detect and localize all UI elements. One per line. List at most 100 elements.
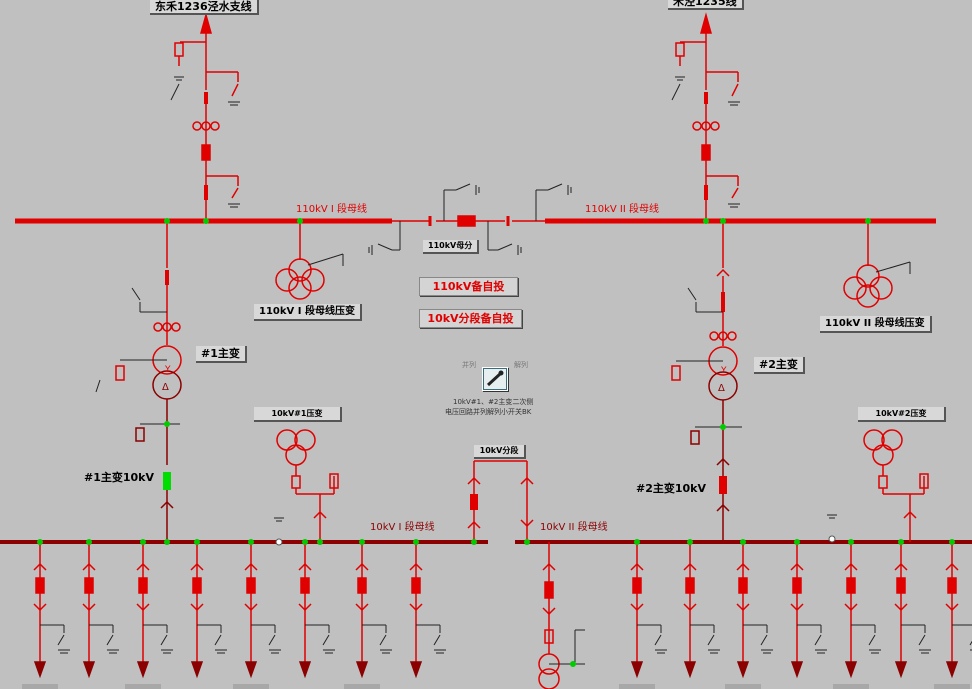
feeder-arrow (844, 661, 858, 679)
svg-text:Δ: Δ (162, 382, 169, 393)
feeder-bus-node (86, 539, 92, 545)
feeder-name-plate (934, 684, 970, 689)
t1-lv-breaker[interactable] (163, 472, 171, 490)
bus110-tie-label: 110kV母分 (423, 240, 480, 254)
pt10-2-symbol[interactable] (863, 429, 929, 542)
feeder-bay[interactable] (894, 542, 931, 679)
key-switch-caption-1: 10kV#1、#2主变二次侧 (453, 398, 534, 406)
feeder-bus-node (848, 539, 854, 545)
feeder-arrow (190, 661, 204, 679)
feeder-breaker[interactable] (411, 577, 421, 594)
feeder-name-plate (125, 684, 161, 689)
line2-breaker[interactable] (701, 144, 711, 161)
feeder-bay[interactable] (136, 542, 173, 679)
pt10-1-symbol[interactable] (276, 429, 339, 542)
feeder-breaker[interactable] (792, 577, 802, 594)
feeder-bus-node (634, 539, 640, 545)
feeder-breaker[interactable] (738, 577, 748, 594)
bus-tie-110kv-breaker[interactable] (457, 215, 476, 227)
feeder-breaker[interactable] (685, 577, 695, 594)
feeder-arrow (683, 661, 697, 679)
svg-text:Y: Y (720, 366, 727, 376)
bus-tie-10kv-breaker[interactable] (470, 494, 478, 510)
feeder-breaker[interactable] (246, 577, 256, 594)
feeder-breaker[interactable] (35, 577, 45, 594)
grounding-transformer[interactable] (538, 542, 585, 689)
bus-node (164, 539, 170, 545)
feeder-bus-node (194, 539, 200, 545)
line2-label: 禾泾1235线 (668, 0, 744, 10)
line1-breaker[interactable] (201, 144, 211, 161)
pt110-1-label: 110kV I 段母线压变 (254, 304, 362, 321)
feeder-bus-node (898, 539, 904, 545)
feeder-bay[interactable] (190, 542, 227, 679)
feeder-arrow (630, 661, 644, 679)
pt10-1-label: 10kV#1压变 (254, 407, 342, 422)
line2-bay (675, 12, 739, 221)
feeders-10kv (22, 539, 972, 689)
feeder-arrow (736, 661, 750, 679)
feeder-bay[interactable] (683, 542, 720, 679)
bus10-tie-label: 10kV分段 (474, 445, 526, 459)
feeder-breaker[interactable] (846, 577, 856, 594)
bus110-1-label: 110kV I 段母线 (296, 204, 368, 215)
feeder-breaker[interactable] (192, 577, 202, 594)
feeder-breaker[interactable] (84, 577, 94, 594)
feeder-bay[interactable] (82, 542, 119, 679)
feeder-bus-node (248, 539, 254, 545)
feeder-arrow (33, 661, 47, 679)
feeder-bay[interactable] (844, 542, 881, 679)
feeder-bus-node (140, 539, 146, 545)
t2-bay (671, 221, 742, 541)
feeder-breaker[interactable] (357, 577, 367, 594)
feeder-name-plate (22, 684, 58, 689)
pt10-2-label: 10kV#2压变 (858, 407, 946, 422)
feeder-bay[interactable] (355, 542, 392, 679)
svg-text:Y: Y (164, 365, 171, 375)
svg-text:Δ: Δ (718, 383, 725, 394)
feeder-arrow (82, 661, 96, 679)
feeder-name-plate (233, 684, 269, 689)
feeder-breaker[interactable] (947, 577, 957, 594)
feeder-bay[interactable] (244, 542, 281, 679)
auto-transfer-110kv-button[interactable]: 110kV备自投 (419, 277, 518, 296)
pt110-2-label: 110kV II 段母线压变 (820, 316, 932, 333)
split-label: 解列 (514, 361, 528, 369)
feeder-breaker[interactable] (138, 577, 148, 594)
bus-node (317, 539, 323, 545)
feeder-bay[interactable] (630, 542, 667, 679)
key-switch-icon[interactable] (482, 367, 508, 391)
t2-label: #2主变 (754, 357, 805, 374)
feeder-bus-node (794, 539, 800, 545)
t2-lv-breaker[interactable] (719, 476, 727, 494)
t1-lv-label: #1主变10kV (84, 471, 155, 484)
feeder-name-plate (344, 684, 380, 689)
bus-tie-110kv (392, 215, 545, 227)
t1-label: #1主变 (196, 346, 247, 363)
feeder-bay[interactable] (298, 542, 335, 679)
feeder-bay[interactable] (409, 542, 446, 679)
feeder-bay[interactable] (736, 542, 773, 679)
feeder-arrow (894, 661, 908, 679)
bus-node (524, 539, 530, 545)
feeder-breaker[interactable] (896, 577, 906, 594)
feeder-breaker[interactable] (300, 577, 310, 594)
feeder-breaker[interactable] (632, 577, 642, 594)
feeder-name-plate (619, 684, 655, 689)
feeder-bay[interactable] (790, 542, 827, 679)
auto-transfer-10kv-section-button[interactable]: 10kV分段备自投 (419, 309, 522, 328)
pt110-2-symbol[interactable] (843, 221, 911, 308)
pt110-1-symbol[interactable] (275, 221, 344, 300)
parallel-label: 并列 (462, 361, 476, 369)
feeder-arrow (136, 661, 150, 679)
feeder-bus-node (949, 539, 955, 545)
feeder-bus-node (740, 539, 746, 545)
feeder-bay[interactable] (945, 542, 972, 679)
feeder-arrow (945, 661, 959, 679)
feeder-arrow (790, 661, 804, 679)
feeder-bay[interactable] (33, 542, 70, 679)
feeder-arrow (355, 661, 369, 679)
bus-node (471, 539, 477, 545)
bus110-2-label: 110kV II 段母线 (585, 204, 659, 215)
